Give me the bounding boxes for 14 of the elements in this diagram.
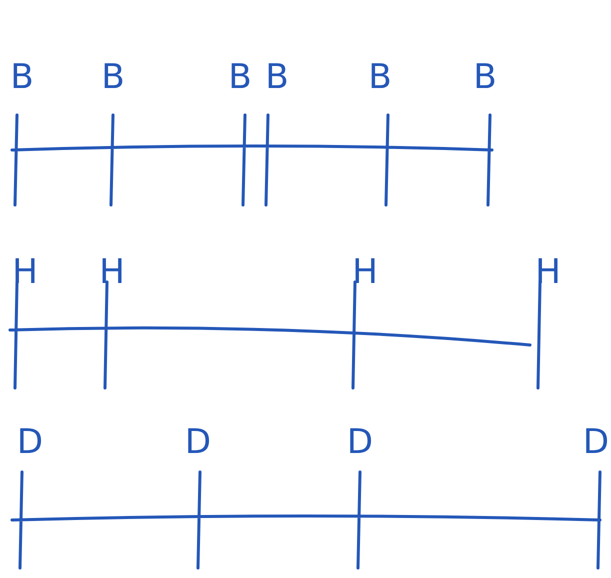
tick-label: B — [228, 60, 252, 94]
tick-label: D — [184, 425, 212, 459]
tick-label: B — [101, 60, 125, 94]
tick-label: H — [352, 255, 378, 289]
tick-label: H — [99, 255, 125, 289]
tick-label: D — [346, 425, 374, 459]
tick-label: H — [535, 255, 561, 289]
tick-label: B — [265, 60, 289, 94]
tick-label: D — [16, 425, 44, 459]
tick-label: B — [10, 60, 34, 94]
tick-label: D — [582, 425, 609, 459]
tick-label: B — [368, 60, 392, 94]
tick-label: H — [12, 255, 38, 289]
tick-label: B — [473, 60, 497, 94]
